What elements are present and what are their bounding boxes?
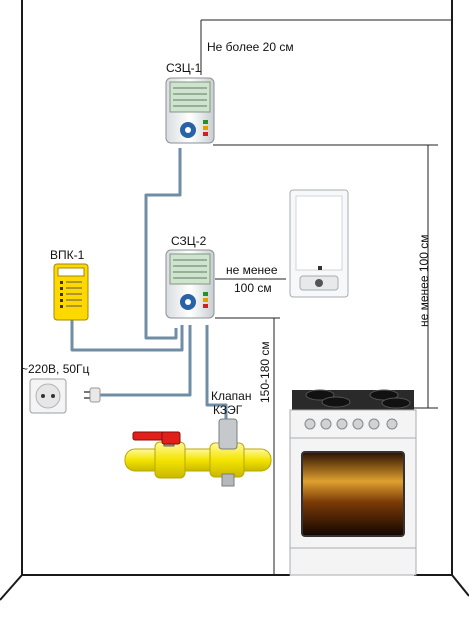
- sensor-2: [165, 249, 215, 319]
- label-sensor-2: СЗЦ-2: [171, 234, 207, 248]
- sensor-1: [165, 77, 215, 144]
- label-min-100-line1: не менее: [226, 263, 278, 277]
- power-plug: [84, 387, 101, 403]
- label-height-150-180: 150-180 см: [258, 341, 272, 403]
- room-walls: [0, 0, 469, 601]
- ball-valve: [132, 431, 181, 447]
- dimension-lines: [200, 19, 452, 575]
- cables: [70, 148, 228, 420]
- label-sensor-1: СЗЦ-1: [166, 61, 202, 75]
- label-min-100-vertical: не менее 100 см: [417, 234, 431, 327]
- label-min-100-line2: 100 см: [234, 281, 272, 295]
- label-vpk-1: ВПК-1: [50, 248, 85, 262]
- solenoid-valve: [218, 418, 238, 487]
- gas-boiler: [289, 189, 349, 298]
- gas-pipe: [124, 441, 272, 479]
- gas-stove: [289, 389, 417, 576]
- label-max-20cm: Не более 20 см: [207, 40, 294, 54]
- label-valve-line2: КЗЭГ: [213, 403, 243, 417]
- label-valve-line1: Клапан: [211, 389, 252, 403]
- vpk-module: [53, 263, 89, 321]
- label-power: ~220В, 50Гц: [21, 362, 90, 376]
- power-outlet: [29, 378, 67, 414]
